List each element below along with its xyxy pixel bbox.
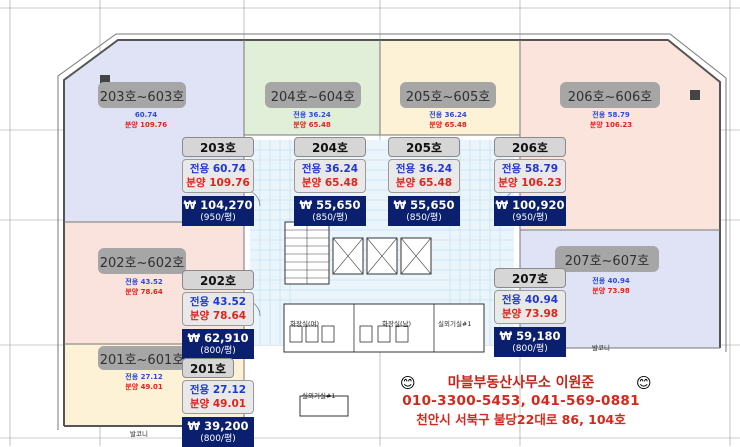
unit-price: ₩ 39,200 — [187, 419, 249, 433]
zone-sale: 분양 65.48 — [429, 121, 467, 129]
unit-price-box: ₩ 100,920 (950/평) — [494, 196, 566, 226]
zone-label-203: 203호~603호 — [98, 82, 186, 108]
unit-price-box: ₩ 55,650 (850/평) — [388, 196, 460, 226]
unit-title: 207호 — [494, 268, 566, 288]
unit-areas: 전용 36.24 분양 65.48 — [388, 159, 460, 193]
unit-price: ₩ 100,920 — [495, 198, 565, 212]
unit-sale: 분양 65.48 — [395, 177, 453, 189]
unit-card-206: 206호 전용 58.79 분양 106.23 ₩ 100,920 (950/평… — [494, 137, 566, 226]
unit-exclusive: 전용 36.24 — [301, 163, 359, 175]
unit-areas: 전용 58.79 분양 106.23 — [494, 159, 566, 193]
zone-label-204: 204호~604호 — [265, 82, 361, 108]
agency-phone: 010-3300-5453, 041-569-0881 — [402, 393, 640, 409]
unit-areas: 전용 43.52 분양 78.64 — [182, 292, 254, 326]
zone-label-202: 202호~602호 — [98, 248, 186, 274]
zone-label-205: 205호~605호 — [400, 82, 496, 108]
unit-exclusive: 전용 60.74 — [189, 163, 247, 175]
unit-card-205: 205호 전용 36.24 분양 65.48 ₩ 55,650 (850/평) — [388, 137, 460, 226]
zone-label-201: 201호~601호 — [98, 346, 186, 370]
zone-exclusive: 전용 27.12 — [125, 373, 163, 381]
unit-card-204: 204호 전용 36.24 분양 65.48 ₩ 55,650 (850/평) — [294, 137, 366, 226]
zone-area-204: 전용 36.24 분양 65.48 — [280, 110, 344, 130]
unit-price: ₩ 59,180 — [499, 329, 561, 343]
unit-price-box: ₩ 39,200 (800/평) — [182, 417, 254, 447]
unit-areas: 전용 27.12 분양 49.01 — [182, 380, 254, 414]
unit-price-per-pyeong: (850/평) — [406, 213, 442, 223]
unit-price: ₩ 62,910 — [187, 331, 249, 345]
zone-area-202: 전용 43.52 분양 78.64 — [112, 277, 176, 297]
unit-price: ₩ 55,650 — [393, 198, 455, 212]
unit-price-per-pyeong: (950/평) — [200, 213, 236, 223]
unit-price-per-pyeong: (800/평) — [200, 434, 236, 444]
unit-areas: 전용 40.94 분양 73.98 — [494, 290, 566, 324]
unit-price-per-pyeong: (950/평) — [512, 213, 548, 223]
unit-price-per-pyeong: (800/평) — [200, 346, 236, 356]
zone-area-203: 60.74 분양 109.76 — [118, 110, 174, 130]
unit-price: ₩ 104,270 — [183, 198, 253, 212]
unit-title: 204호 — [294, 137, 366, 157]
agency-info: 마블부동산사무소 이원준 010-3300-5453, 041-569-0881… — [398, 374, 644, 429]
unit-price: ₩ 55,650 — [299, 198, 361, 212]
agency-address: 천안시 서북구 불당22대로 86, 104호 — [416, 412, 626, 427]
zone-area-201: 전용 27.12 분양 49.01 — [112, 372, 176, 392]
zone-area-207: 전용 40.94 분양 73.98 — [578, 276, 644, 296]
unit-card-201: 201호 전용 27.12 분양 49.01 ₩ 39,200 (800/평) — [182, 358, 254, 447]
unit-price-box: ₩ 59,180 (800/평) — [494, 327, 566, 357]
zone-sale: 분양 109.76 — [124, 121, 168, 129]
unit-price-box: ₩ 62,910 (800/평) — [182, 329, 254, 359]
zone-area-205: 전용 36.24 분양 65.48 — [416, 110, 480, 130]
unit-exclusive: 전용 27.12 — [189, 384, 247, 396]
unit-sale: 분양 49.01 — [189, 398, 247, 410]
zone-sale: 분양 73.98 — [592, 287, 630, 295]
restroom-female-label: 화장실(여) — [290, 320, 319, 328]
balcony-label-right: 발코니 — [592, 344, 610, 352]
unit-title: 205호 — [388, 137, 460, 157]
agency-name: 마블부동산사무소 이원준 — [447, 375, 595, 391]
unit-sale: 분양 78.64 — [189, 310, 247, 322]
zone-area-206: 전용 58.79 분양 106.23 — [578, 110, 644, 130]
zone-exclusive: 전용 58.79 — [592, 111, 630, 119]
zone-exclusive: 전용 36.24 — [429, 111, 467, 119]
unit-exclusive: 전용 36.24 — [395, 163, 453, 175]
unit-card-202: 202호 전용 43.52 분양 78.64 ₩ 62,910 (800/평) — [182, 270, 254, 359]
unit-exclusive: 전용 43.52 — [189, 296, 247, 308]
person-emoji-icon-right: 😊 — [636, 374, 652, 392]
unit-price-box: ₩ 55,650 (850/평) — [294, 196, 366, 226]
restroom-male-label: 화장실(남) — [382, 320, 411, 328]
outdoor-unit-room-label-2: 실외기실#1 — [302, 392, 336, 400]
zone-sale: 분양 106.23 — [589, 121, 633, 129]
person-emoji-icon: 😊 — [400, 374, 416, 392]
unit-areas: 전용 60.74 분양 109.76 — [182, 159, 254, 193]
unit-card-203: 203호 전용 60.74 분양 109.76 ₩ 104,270 (950/평… — [182, 137, 254, 226]
unit-price-per-pyeong: (800/평) — [512, 344, 548, 354]
unit-exclusive: 전용 58.79 — [501, 163, 559, 175]
zone-sale: 분양 65.48 — [293, 121, 331, 129]
zone-exclusive: 60.74 — [134, 111, 158, 119]
outdoor-unit-room-label: 실외기실#1 — [438, 320, 472, 328]
balcony-label-left: 발코니 — [130, 430, 148, 438]
unit-sale: 분양 109.76 — [186, 177, 250, 189]
unit-sale: 분양 106.23 — [498, 177, 562, 189]
unit-title: 203호 — [182, 137, 254, 157]
unit-exclusive: 전용 40.94 — [501, 294, 559, 306]
unit-sale: 분양 73.98 — [501, 308, 559, 320]
zone-exclusive: 전용 36.24 — [293, 111, 331, 119]
unit-sale: 분양 65.48 — [301, 177, 359, 189]
unit-title: 206호 — [494, 137, 566, 157]
zone-sale: 분양 49.01 — [125, 383, 163, 391]
unit-areas: 전용 36.24 분양 65.48 — [294, 159, 366, 193]
unit-title: 201호 — [182, 358, 234, 378]
zone-sale: 분양 78.64 — [125, 288, 163, 296]
unit-card-207: 207호 전용 40.94 분양 73.98 ₩ 59,180 (800/평) — [494, 268, 566, 357]
unit-title: 202호 — [182, 270, 254, 290]
zone-exclusive: 전용 40.94 — [592, 277, 630, 285]
unit-price-per-pyeong: (850/평) — [312, 213, 348, 223]
zone-label-206: 206호~606호 — [560, 82, 660, 108]
unit-price-box: ₩ 104,270 (950/평) — [182, 196, 254, 226]
zone-exclusive: 전용 43.52 — [125, 278, 163, 286]
zone-label-207: 207호~607호 — [555, 246, 659, 272]
